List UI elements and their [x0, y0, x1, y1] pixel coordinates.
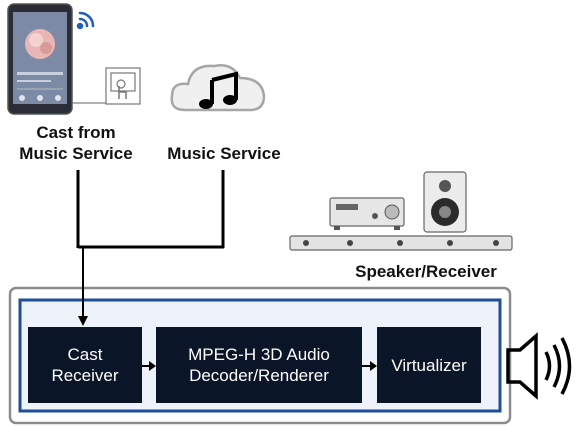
receiver-icon [329, 197, 405, 230]
cast-receiver-block: Cast Receiver [28, 327, 142, 403]
speaker-receiver-label: Speaker/Receiver [355, 262, 497, 281]
phone-icon [7, 3, 73, 115]
speaker-icon [423, 171, 467, 233]
cloud-music-icon [170, 64, 266, 112]
down-arrowhead [78, 316, 88, 326]
soundbar-icon [289, 235, 513, 251]
wifi-signal-icon [76, 11, 95, 30]
cast-source-label: Cast from Music Service [19, 123, 133, 163]
decoder-renderer-block: MPEG-H 3D Audio Decoder/Renderer [156, 327, 362, 403]
speaker-sound-icon [506, 332, 572, 400]
cast-touch-icon [105, 67, 141, 105]
music-service-label: Music Service [167, 144, 281, 163]
virtualizer-block: Virtualizer [377, 327, 481, 403]
arrowhead-2 [370, 361, 377, 371]
arrowhead-1 [149, 361, 156, 371]
